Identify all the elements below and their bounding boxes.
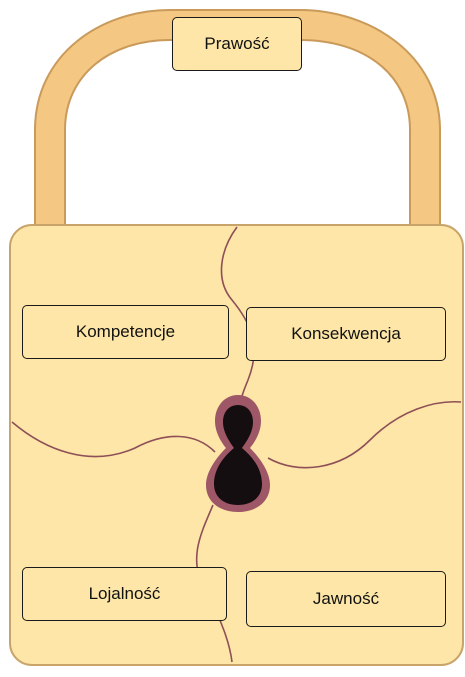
label-kompetencje: Kompetencje [22,305,229,359]
label-lojalnosc: Lojalność [22,567,227,621]
label-jawnosc: Jawność [246,571,446,627]
label-prawosc: Prawość [172,17,302,71]
label-konsekwencja: Konsekwencja [246,307,446,361]
